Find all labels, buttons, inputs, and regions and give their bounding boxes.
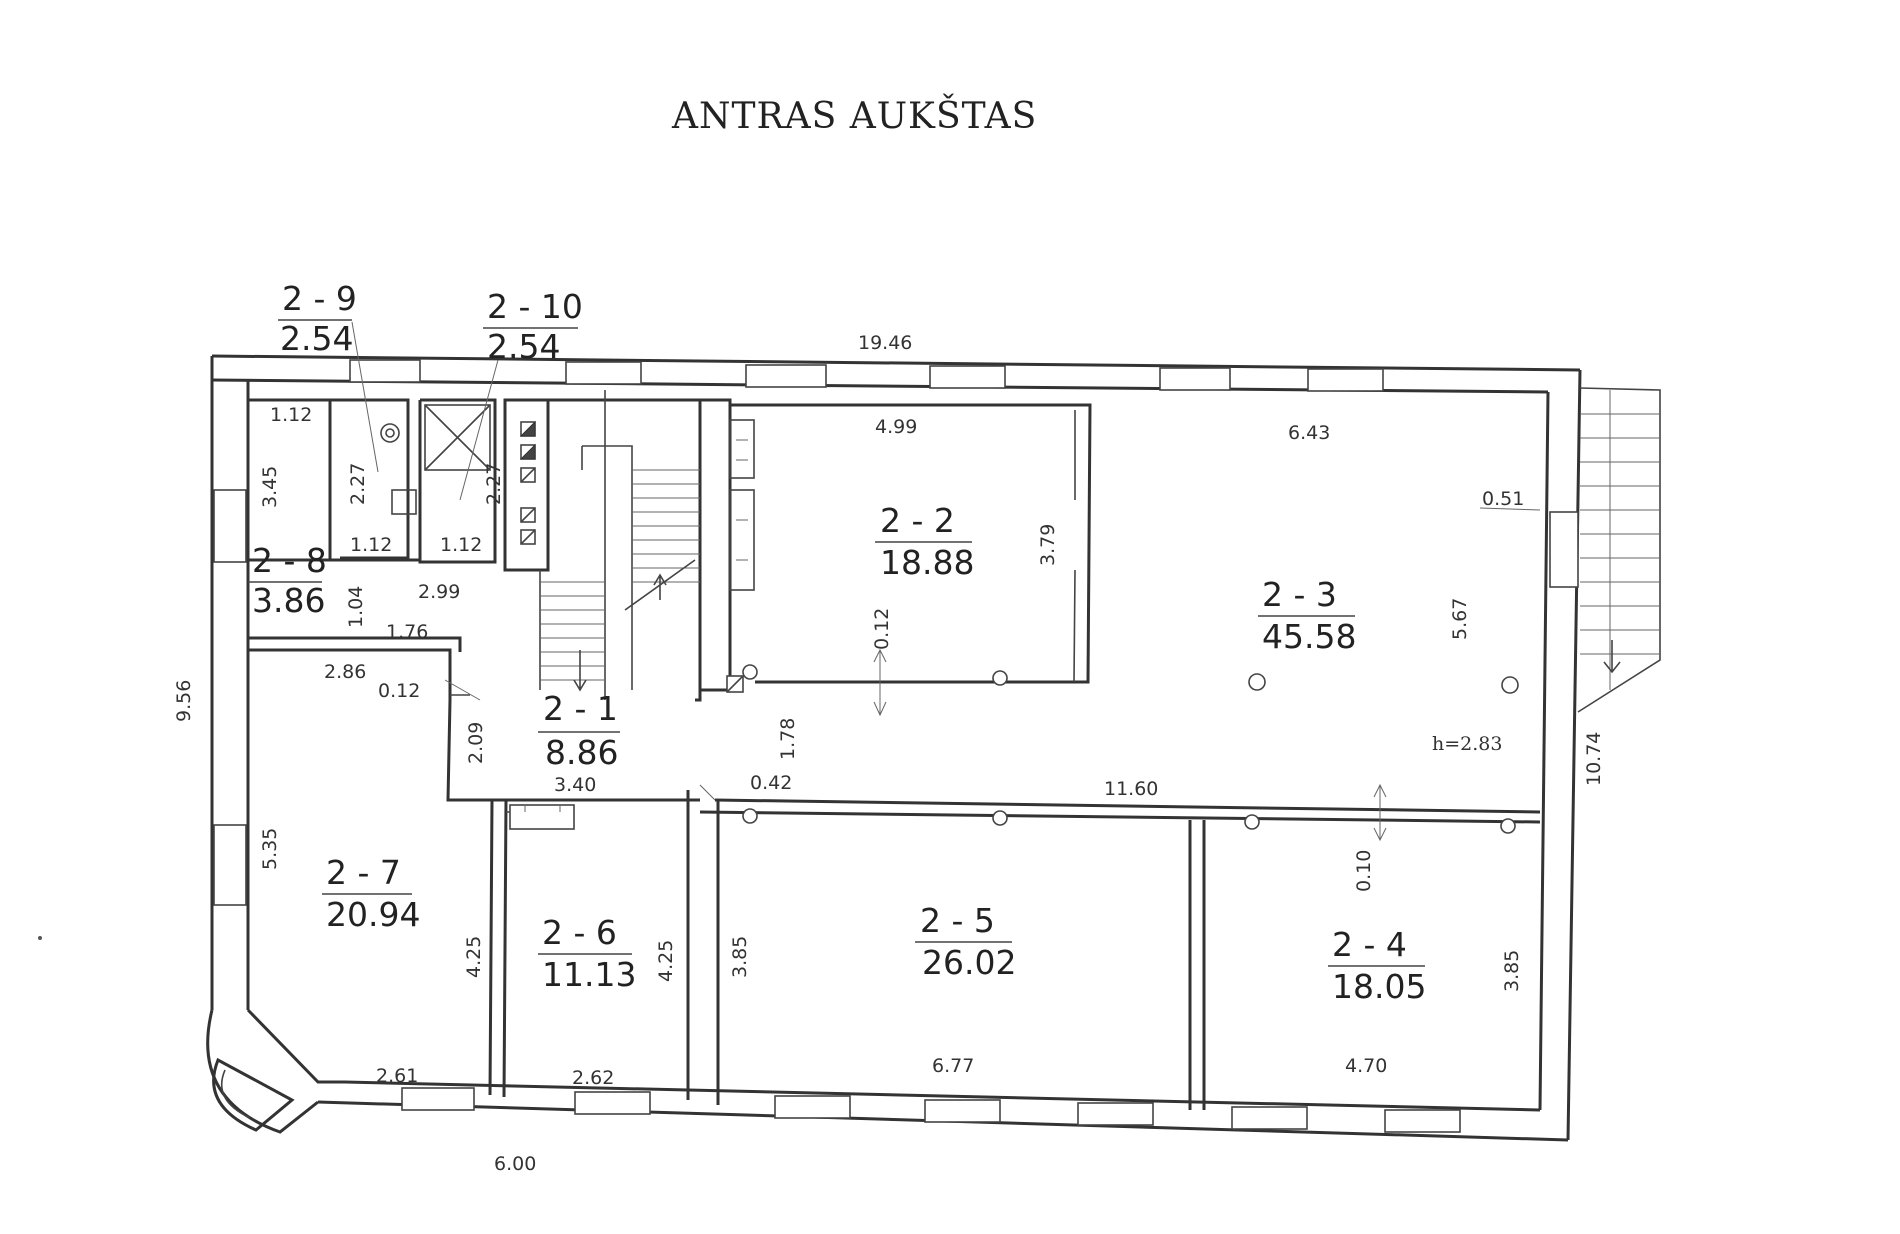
svg-text:45.58: 45.58 — [1262, 617, 1356, 656]
room-label-2-4: 2 - 4 18.05 — [1328, 925, 1426, 1006]
interior-walls — [248, 390, 1541, 1110]
svg-text:11.13: 11.13 — [542, 955, 636, 994]
svg-text:0.51: 0.51 — [1482, 488, 1524, 510]
svg-text:6.43: 6.43 — [1288, 422, 1330, 444]
windows-top — [349, 359, 1384, 392]
kitchen-counter — [729, 419, 755, 591]
svg-text:2 - 1: 2 - 1 — [543, 689, 618, 728]
dimension-ticks — [444, 507, 1541, 842]
svg-text:10.74: 10.74 — [1583, 732, 1605, 786]
windows-left — [213, 489, 247, 906]
svg-text:4.70: 4.70 — [1345, 1055, 1387, 1077]
svg-text:0.42: 0.42 — [750, 772, 792, 794]
svg-text:2.62: 2.62 — [572, 1067, 614, 1089]
svg-text:20.94: 20.94 — [326, 895, 420, 934]
svg-text:2.99: 2.99 — [418, 581, 460, 603]
svg-text:19.46: 19.46 — [858, 332, 912, 354]
external-stair — [1577, 387, 1661, 713]
svg-text:2.86: 2.86 — [324, 661, 366, 683]
dimension-labels: 19.46 4.99 6.43 0.51 5.67 3.79 0.12 1.78… — [173, 332, 1605, 1175]
svg-text:2 - 10: 2 - 10 — [487, 287, 583, 326]
room-label-2-5: 2 - 5 26.02 — [915, 901, 1016, 982]
room-label-2-6: 2 - 6 11.13 — [538, 913, 636, 994]
svg-text:1.76: 1.76 — [386, 621, 428, 643]
svg-text:2 - 7: 2 - 7 — [326, 853, 401, 892]
svg-text:3.86: 3.86 — [252, 581, 325, 620]
ceiling-height-note: h=2.83 — [1432, 733, 1502, 755]
svg-text:2 - 4: 2 - 4 — [1332, 925, 1407, 964]
columns — [726, 664, 1519, 834]
svg-text:2.09: 2.09 — [465, 722, 487, 764]
room-label-2-2: 2 - 2 18.88 — [875, 501, 974, 582]
svg-text:18.05: 18.05 — [1332, 967, 1426, 1006]
room-label-2-9: 2 - 9 2.54 — [278, 279, 379, 473]
svg-text:0.12: 0.12 — [378, 680, 420, 702]
stray-mark — [38, 936, 42, 940]
svg-text:3.85: 3.85 — [729, 936, 751, 978]
vent-shafts — [519, 420, 536, 545]
outer-walls — [206, 354, 1582, 1142]
room-label-2-3: 2 - 3 45.58 — [1258, 575, 1356, 656]
svg-text:6.77: 6.77 — [932, 1055, 974, 1077]
bay-window — [212, 1057, 295, 1132]
svg-text:2 - 3: 2 - 3 — [1262, 575, 1337, 614]
room-label-2-8: 2 - 8 3.86 — [248, 541, 327, 620]
svg-text:2 - 9: 2 - 9 — [282, 279, 357, 318]
svg-text:9.56: 9.56 — [173, 680, 195, 722]
svg-text:4.99: 4.99 — [875, 416, 917, 438]
svg-text:2 - 2: 2 - 2 — [880, 501, 955, 540]
svg-text:2.27: 2.27 — [483, 463, 505, 505]
door-2-6 — [509, 804, 575, 830]
svg-text:2.54: 2.54 — [280, 319, 353, 358]
svg-text:1.12: 1.12 — [270, 404, 312, 426]
svg-text:0.12: 0.12 — [871, 608, 893, 650]
bathroom-fixtures — [380, 404, 491, 515]
svg-text:1.78: 1.78 — [777, 718, 799, 760]
svg-text:0.10: 0.10 — [1353, 850, 1375, 892]
svg-text:18.88: 18.88 — [880, 543, 974, 582]
window-right — [1549, 511, 1579, 588]
plan-title: ANTRAS AUKŠTAS — [671, 95, 1037, 137]
svg-text:4.25: 4.25 — [463, 936, 485, 978]
svg-text:2.27: 2.27 — [347, 463, 369, 505]
windows-bottom — [401, 1087, 1461, 1133]
svg-text:4.25: 4.25 — [655, 940, 677, 982]
svg-text:1.12: 1.12 — [350, 534, 392, 556]
svg-text:11.60: 11.60 — [1104, 778, 1158, 800]
svg-text:26.02: 26.02 — [922, 943, 1016, 982]
svg-text:2 - 8: 2 - 8 — [252, 541, 327, 580]
svg-text:3.40: 3.40 — [554, 774, 596, 796]
svg-text:2 - 6: 2 - 6 — [542, 913, 617, 952]
svg-text:2 - 5: 2 - 5 — [920, 901, 995, 940]
svg-text:8.86: 8.86 — [545, 733, 618, 772]
svg-text:5.35: 5.35 — [259, 828, 281, 870]
svg-text:6.00: 6.00 — [494, 1153, 536, 1175]
room-label-2-10: 2 - 10 2.54 — [459, 287, 583, 501]
svg-text:1.04: 1.04 — [345, 586, 367, 628]
svg-text:5.67: 5.67 — [1449, 598, 1471, 640]
svg-text:3.79: 3.79 — [1037, 524, 1059, 566]
room-label-2-1: 2 - 1 8.86 — [538, 689, 620, 772]
svg-text:3.45: 3.45 — [259, 466, 281, 508]
svg-text:3.85: 3.85 — [1501, 950, 1523, 992]
room-label-2-7: 2 - 7 20.94 — [322, 853, 420, 934]
svg-text:2.61: 2.61 — [376, 1065, 418, 1087]
svg-text:1.12: 1.12 — [440, 534, 482, 556]
svg-text:2.54: 2.54 — [487, 327, 560, 366]
